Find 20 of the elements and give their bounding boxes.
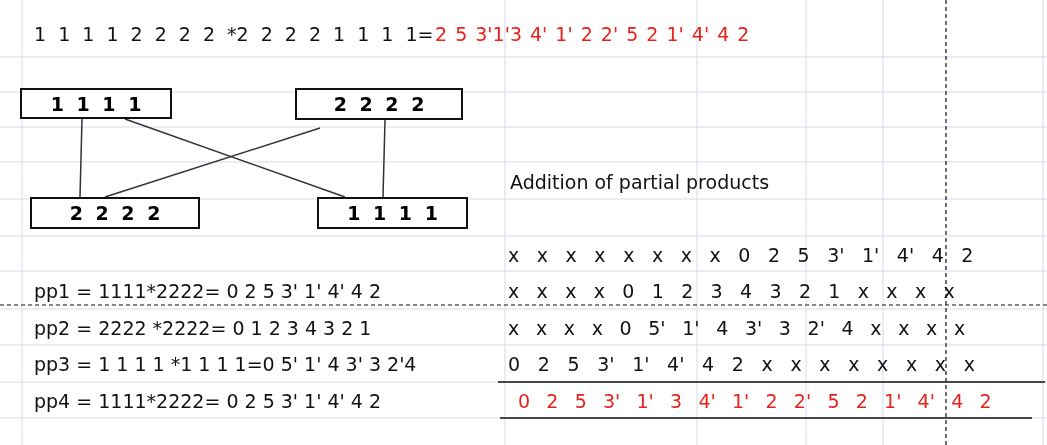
number-box: 2 2 2 2: [30, 197, 200, 229]
digit-row: x x x x 0 5' 1' 4 3' 3 2' 4 x x x x: [508, 316, 966, 340]
number-box: 1 1 1 1: [317, 197, 468, 229]
number-box: 1 1 1 1: [20, 88, 172, 119]
sum-row: 0 2 5 3' 1' 3 4' 1' 2 2' 5 2 1' 4' 4 2: [518, 389, 992, 413]
partial-product-text: pp3 = 1 1 1 1 *1 1 1 1=0 5' 1' 4 3' 3 2'4: [34, 352, 417, 376]
digit-row: x x x x x x x x 0 2 5 3' 1' 4' 4 2: [508, 243, 974, 267]
partial-product-text: pp4 = 1111*2222= 0 2 5 3' 1' 4' 4 2: [34, 389, 382, 413]
equation-text: 1 1 1 1 2 2 2 2 *2 2 2 2 1 1 1 1=: [34, 22, 434, 46]
digit-row: 0 2 5 3' 1' 4' 4 2 x x x x x x x x: [508, 352, 975, 376]
partial-product-text: pp1 = 1111*2222= 0 2 5 3' 1' 4' 4 2: [34, 279, 382, 303]
section-heading: Addition of partial products: [510, 170, 770, 194]
connector-line: [382, 119, 386, 198]
partial-product-text: pp2 = 2222 *2222= 0 1 2 3 4 3 2 1: [34, 316, 372, 340]
result-text: 2 5 3'1'3 4' 1' 2 2' 5 2 1' 4' 4 2: [435, 22, 750, 46]
number-box: 2 2 2 2: [295, 88, 463, 120]
connector-line: [79, 118, 83, 198]
connector-line: [104, 127, 321, 198]
connector-line: [124, 118, 346, 198]
digit-row: x x x x 0 1 2 3 4 3 2 1 x x x x: [508, 279, 955, 303]
